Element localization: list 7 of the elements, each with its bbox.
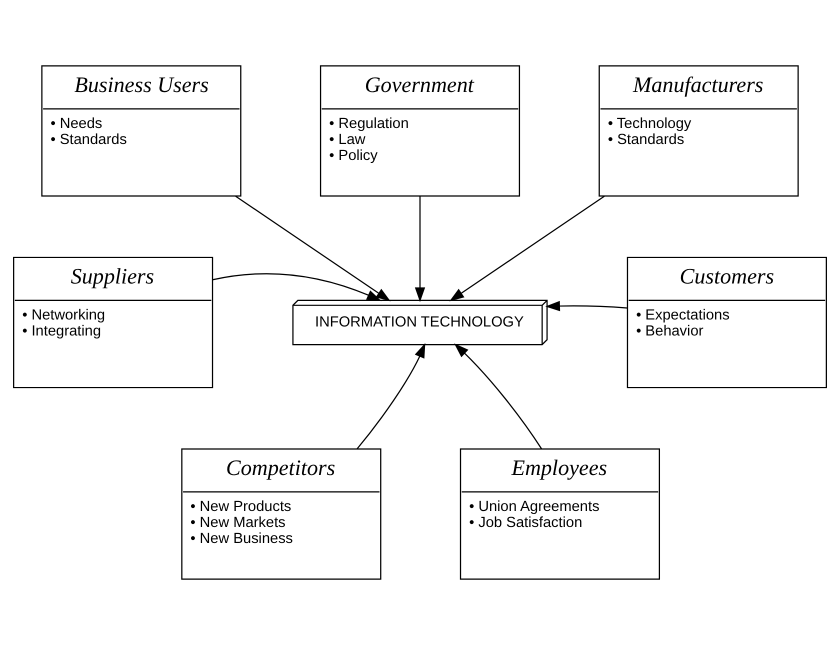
arrow bbox=[454, 343, 542, 450]
arrow bbox=[212, 273, 382, 302]
arrow bbox=[356, 342, 426, 450]
arrow bbox=[545, 300, 628, 312]
arrow bbox=[414, 196, 426, 302]
arrow bbox=[235, 196, 391, 302]
arrow bbox=[449, 196, 605, 302]
